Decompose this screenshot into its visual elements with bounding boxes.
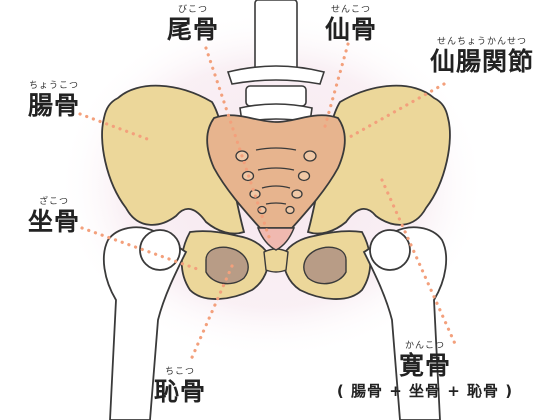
label-sacrum: せんこつ 仙骨 — [316, 5, 386, 44]
pointer-hip-bone — [380, 178, 458, 348]
pointer-si-joint — [346, 82, 446, 140]
pointer-sacrum — [322, 42, 350, 132]
coccyx-bone — [256, 227, 296, 251]
label-hip-bone: かんこつ 寛骨 ( 腸骨 + 坐骨 + 恥骨 ) — [310, 342, 540, 399]
label-hip-bone-note: ( 腸骨 + 坐骨 + 恥骨 ) — [336, 382, 514, 400]
label-pubis: ちこつ 恥骨 — [148, 367, 212, 406]
pointer-lines — [78, 42, 458, 364]
sacrum-bone — [206, 114, 346, 229]
ilium-right — [306, 84, 451, 235]
label-ischium: ざこつ 坐骨 — [22, 197, 86, 236]
label-hip-bone-ruby: かんこつ — [404, 341, 445, 351]
femur-left — [102, 226, 188, 420]
label-coccyx: びこつ 尾骨 — [158, 5, 228, 44]
label-si-joint-name: 仙腸関節 — [429, 47, 534, 76]
label-ischium-ruby: ざこつ — [38, 197, 69, 207]
label-ilium: ちょうこつ 腸骨 — [18, 81, 90, 120]
label-coccyx-ruby: びこつ — [177, 5, 208, 15]
label-ilium-name: 腸骨 — [27, 91, 80, 120]
label-ischium-name: 坐骨 — [27, 207, 80, 236]
sacral-ridges — [255, 147, 297, 205]
femur-right — [362, 226, 448, 420]
label-ilium-ruby: ちょうこつ — [28, 81, 79, 91]
label-pubis-name: 恥骨 — [153, 377, 206, 406]
obturator-foramen-left — [205, 246, 249, 285]
pubic-symphysis — [263, 248, 289, 273]
label-sacrum-name: 仙骨 — [324, 15, 377, 44]
label-pubis-ruby: ちこつ — [164, 367, 195, 377]
label-si-joint: せんちょうかんせつ 仙腸関節 — [422, 37, 542, 76]
label-si-joint-ruby: せんちょうかんせつ — [436, 37, 527, 47]
pointer-ischium — [80, 226, 202, 272]
ilium-left — [101, 84, 246, 235]
label-sacrum-ruby: せんこつ — [330, 5, 371, 15]
obturator-foramen-right — [303, 246, 347, 285]
label-coccyx-name: 尾骨 — [166, 15, 219, 44]
label-hip-bone-name: 寛骨 — [398, 351, 451, 380]
